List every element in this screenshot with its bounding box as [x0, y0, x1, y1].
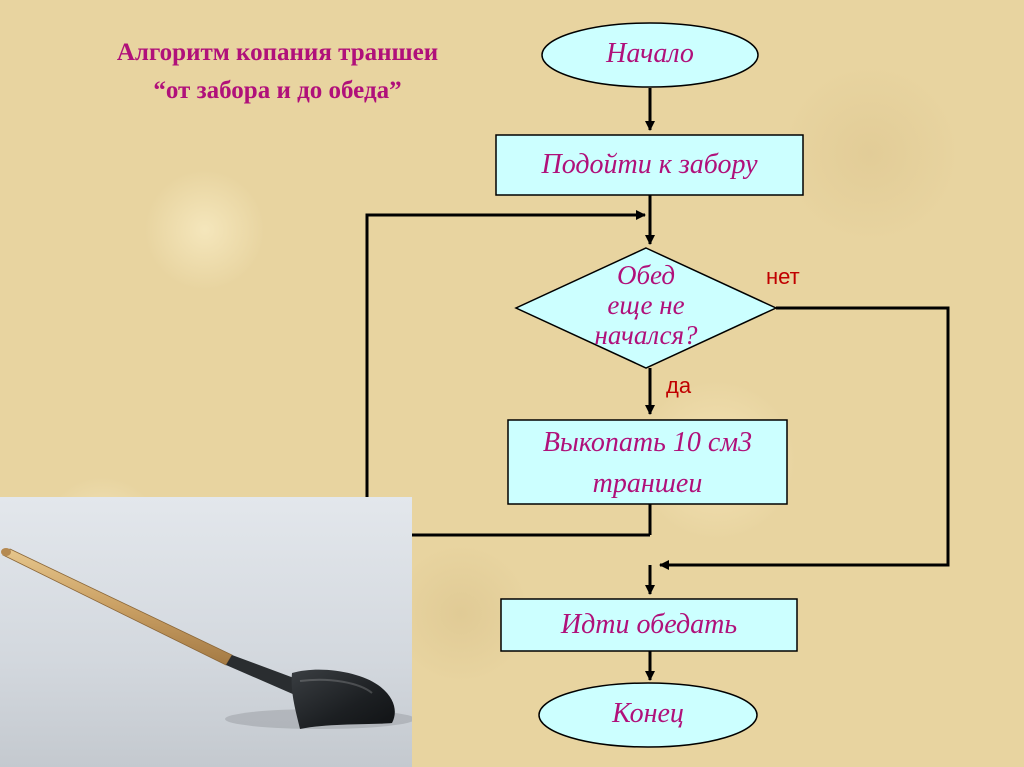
loop-back-connector [365, 210, 650, 537]
condition-label-line-3: начался? [594, 320, 698, 350]
no-branch-label: нет [766, 264, 800, 289]
dig-process-box [507, 419, 788, 505]
slide-title: Алгоритм копания траншеи “от забора и до… [40, 34, 515, 110]
dig-label-line-2: траншеи [592, 468, 703, 499]
condition-label-line-2: еще не [607, 290, 685, 320]
shovel-photo [0, 497, 412, 767]
end-terminator [538, 682, 758, 748]
condition-decision [514, 247, 778, 369]
end-label: Конец [612, 698, 684, 729]
approach-label: Подойти к забору [541, 149, 758, 180]
lunch-process-box [500, 598, 798, 652]
yes-branch-label: да [666, 373, 692, 398]
start-terminator [541, 22, 759, 88]
approach-process-box [495, 134, 804, 196]
lunch-label: Идти обедать [560, 609, 738, 640]
condition-label-line-1: Обед [616, 260, 676, 290]
title-line-2: “от забора и до обеда” [153, 77, 402, 104]
start-label: Начало [606, 38, 694, 69]
no-branch-connector [659, 306, 950, 570]
title-line-1: Алгоритм копания траншеи [116, 39, 439, 66]
dig-label-line-1: Выкопать 10 см3 [542, 427, 753, 458]
shovel-icon [1, 548, 412, 729]
